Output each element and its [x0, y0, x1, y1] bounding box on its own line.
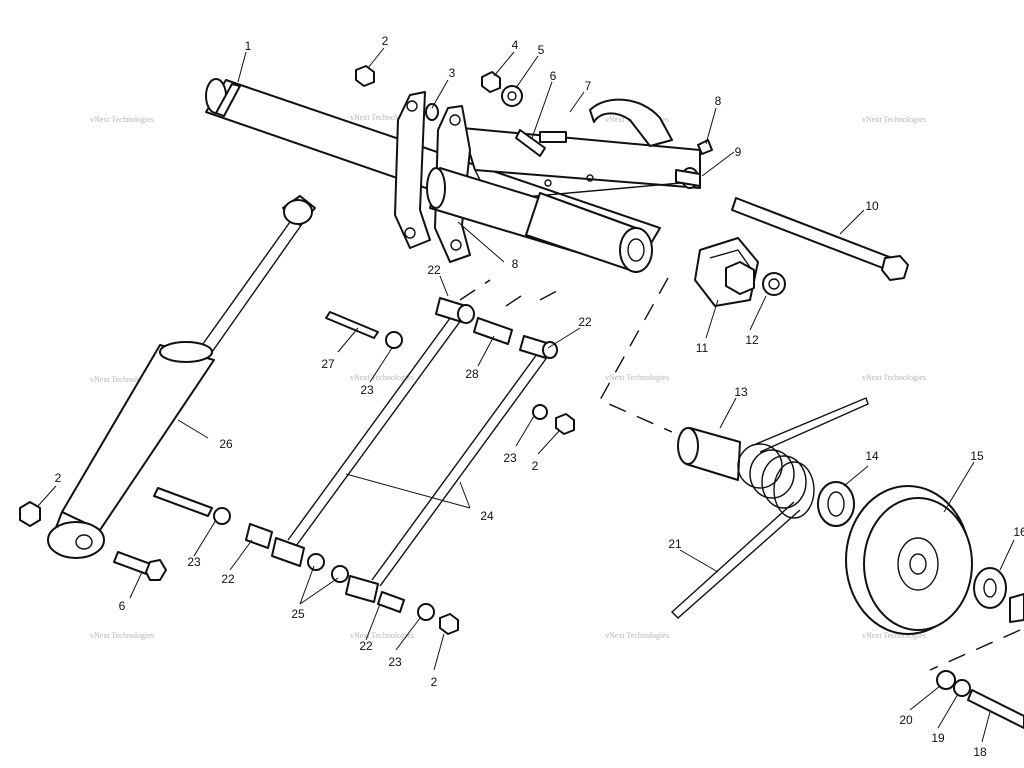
watermark: vNext Technologies [350, 373, 414, 382]
leader-lines [37, 47, 1015, 743]
watermark: vNext Technologies [862, 373, 926, 382]
pivot-sleeve [426, 167, 653, 273]
shock-absorber-part-26 [47, 195, 316, 559]
bolt-part-27 [325, 311, 379, 339]
callout-5: 5 [538, 43, 545, 57]
callout-28: 28 [465, 367, 479, 381]
callout-11: 11 [696, 341, 709, 355]
washer-icon [385, 331, 403, 349]
callout-23: 23 [503, 451, 517, 465]
nut-icon [19, 501, 41, 527]
bolt-icon [153, 487, 213, 517]
bolt-part-18 [967, 689, 1024, 729]
callout-22: 22 [427, 263, 441, 277]
callout-20: 20 [899, 713, 913, 727]
callout-6: 6 [119, 599, 126, 613]
callout-2: 2 [55, 471, 62, 485]
callout-10: 10 [865, 199, 879, 213]
washer-part-14 [817, 481, 855, 527]
callout-4: 4 [512, 38, 519, 52]
callout-8: 8 [715, 94, 722, 108]
spacer-icon [1009, 593, 1024, 623]
watermark: vNext Technologies [605, 373, 669, 382]
link-arms-part-24 [245, 297, 575, 635]
callout-8: 8 [512, 257, 519, 271]
callout-15: 15 [970, 449, 984, 463]
callout-2: 2 [532, 459, 539, 473]
callout-22: 22 [359, 639, 373, 653]
callout-2: 2 [382, 34, 389, 48]
washer-icon [762, 272, 786, 296]
washer-part-19 [953, 679, 971, 697]
callout-1: 1 [245, 39, 252, 53]
callout-6: 6 [550, 69, 557, 83]
callout-23: 23 [187, 555, 201, 569]
hardware-top [355, 65, 713, 189]
watermark: vNext Technologies [350, 113, 414, 122]
callout-21: 21 [668, 537, 682, 551]
long-bolt-part-10 [731, 197, 909, 281]
watermark: vNext Technologies [862, 115, 926, 124]
callout-9: 9 [735, 145, 742, 159]
bolt-icon [515, 129, 546, 157]
callout-13: 13 [734, 385, 748, 399]
torsion-spring-part-13 [670, 397, 869, 619]
watermark: vNext Technologies [90, 375, 154, 384]
callout-2: 2 [431, 675, 438, 689]
bracket-part-11 [694, 237, 786, 307]
bolt-head-icon [145, 559, 167, 581]
callout-3: 3 [449, 66, 456, 80]
clip-icon [697, 139, 713, 155]
washer-part-20 [936, 670, 956, 690]
watermark: vNext Technologies [862, 631, 926, 640]
callout-23: 23 [360, 383, 374, 397]
callout-18: 18 [973, 745, 987, 759]
callout-12: 12 [745, 333, 759, 347]
callout-14: 14 [865, 449, 879, 463]
callout-22: 22 [578, 315, 592, 329]
callout-numbers: 1 2 3 4 5 6 7 8 9 10 8 11 12 13 14 15 16… [55, 34, 1024, 759]
nut-icon [355, 65, 375, 87]
idler-wheel-part-15 [845, 485, 973, 635]
watermark: vNext Technologies [350, 631, 414, 640]
watermark: vNext Technologies [605, 631, 669, 640]
watermark: vNext Technologies [90, 115, 154, 124]
callout-23: 23 [388, 655, 402, 669]
callout-26: 26 [219, 437, 233, 451]
alignment-lines [459, 277, 673, 433]
nut-icon [481, 71, 501, 93]
callout-27: 27 [321, 357, 335, 371]
callout-25: 25 [291, 607, 305, 621]
callout-19: 19 [931, 731, 945, 745]
watermark: vNext Technologies [90, 631, 154, 640]
callout-24: 24 [480, 509, 494, 523]
washer-icon [213, 507, 231, 525]
washer-icon [501, 85, 523, 107]
callout-22: 22 [221, 572, 235, 586]
callout-16: 16 [1013, 525, 1024, 539]
washer-part-16 [973, 567, 1007, 609]
callout-7: 7 [585, 79, 592, 93]
